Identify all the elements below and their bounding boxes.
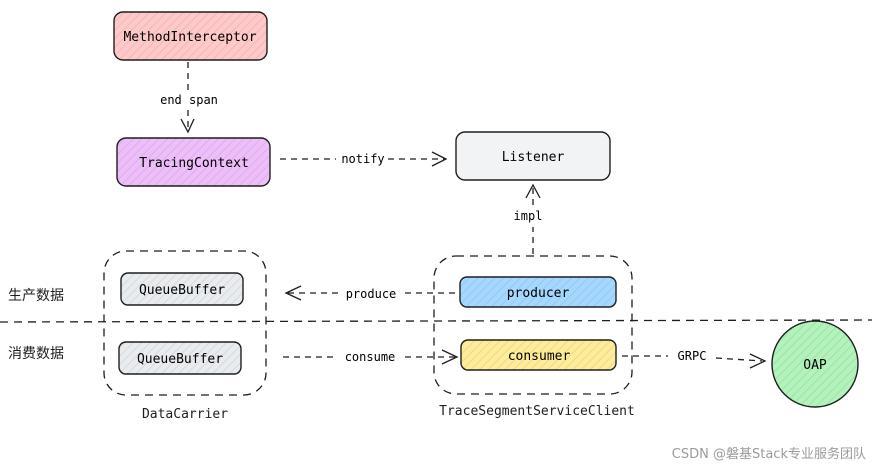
data-carrier-label: DataCarrier [142, 407, 228, 422]
trace-client-group [433, 255, 633, 395]
queue-buffer-top-label: QueueBuffer [139, 283, 225, 298]
tracing-context-node: TracingContext [116, 137, 271, 187]
data-carrier-group [103, 250, 267, 396]
edge-grpc: GRPC [622, 349, 767, 369]
oap-label: OAP [803, 358, 827, 373]
queue-buffer-bottom-label: QueueBuffer [137, 352, 223, 367]
producer-label: producer [507, 286, 570, 301]
section-divider [0, 319, 872, 323]
edge-produce-label: produce [346, 287, 397, 301]
consumer-label: consumer [508, 349, 571, 364]
consumer-node: consumer [460, 339, 617, 371]
edge-produce: produce [284, 285, 455, 301]
edge-end-span-label: end span [160, 93, 218, 107]
queue-buffer-top-node: QueueBuffer [120, 272, 244, 306]
listener-label: Listener [502, 150, 565, 165]
method-interceptor-label: MethodInterceptor [123, 30, 256, 45]
edge-grpc-label: GRPC [678, 349, 707, 363]
listener-node: Listener [455, 131, 611, 181]
edge-impl: impl [514, 183, 543, 254]
producer-node: producer [459, 276, 617, 308]
oap-node: OAP [771, 320, 859, 408]
edge-consume: consume [283, 349, 459, 365]
zone-label-consumer: 消费数据 [8, 346, 64, 362]
trace-client-label: TraceSegmentServiceClient [439, 404, 635, 419]
edge-notify-label: notify [341, 152, 384, 166]
edge-notify: notify [280, 151, 448, 167]
tracing-context-label: TracingContext [139, 156, 249, 171]
edge-impl-label: impl [514, 209, 543, 223]
method-interceptor-node: MethodInterceptor [113, 11, 268, 61]
watermark: CSDN @磐基Stack专业服务团队 [672, 446, 866, 462]
queue-buffer-bottom-node: QueueBuffer [118, 341, 242, 375]
edge-consume-label: consume [345, 350, 396, 364]
zone-label-producer: 生产数据 [8, 288, 64, 304]
edge-end-span: end span [160, 62, 218, 134]
